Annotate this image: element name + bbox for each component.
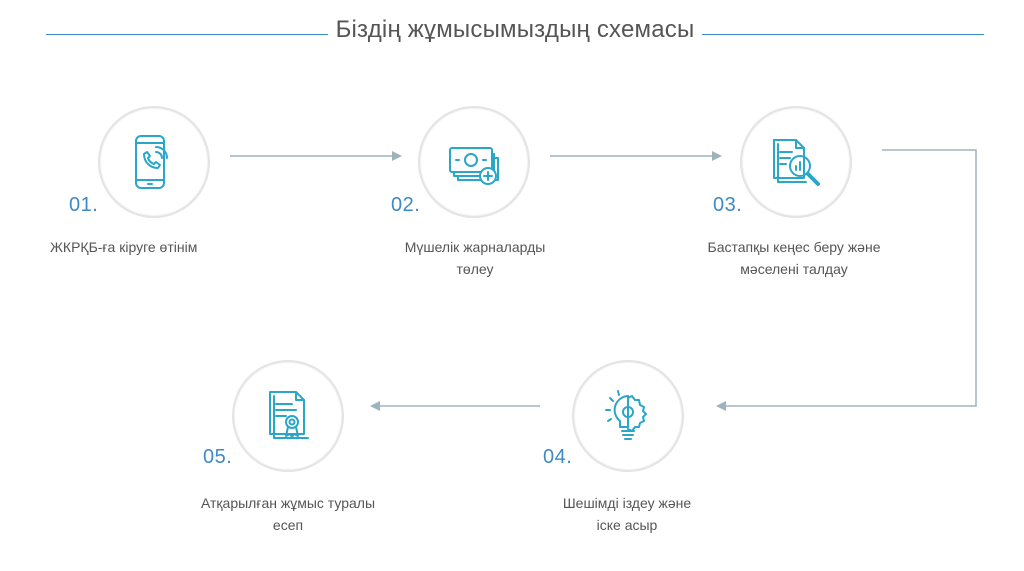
step-5-number: 05.	[200, 446, 236, 469]
step-2-number: 02.	[388, 194, 424, 217]
step-4-number: 04.	[540, 446, 576, 469]
lightbulb-gear-icon	[605, 390, 647, 440]
step-1-number: 01.	[66, 194, 102, 217]
step-4-circle	[572, 360, 684, 472]
money-plus-icon	[449, 147, 499, 185]
step-2-label: Мүшелік жарналарды төлеу	[404, 239, 546, 277]
step-2-circle	[418, 106, 530, 218]
step-3-number: 03.	[710, 194, 746, 217]
certificate-icon	[269, 391, 309, 439]
step-5-circle	[232, 360, 344, 472]
phone-call-icon	[135, 135, 168, 189]
step-3-circle	[740, 106, 852, 218]
document-search-icon	[773, 139, 820, 186]
arrow-3-to-4	[716, 149, 977, 411]
step-1-circle	[98, 106, 210, 218]
page-title: Біздің жұмысымыздың схемасы	[335, 16, 695, 43]
step-5-label: Атқарылған жұмыс туралы есеп	[200, 495, 376, 533]
step-1-label: ЖКРҚБ-ға кіруге өтінім	[50, 239, 198, 255]
title-divider-left	[46, 34, 328, 35]
step-3-label: Бастапқы кеңес беру және мәселені талдау	[707, 239, 881, 277]
header: Біздің жұмысымыздың схемасы	[0, 14, 1024, 54]
title-divider-right	[702, 34, 984, 35]
step-4-label: Шешімді іздеу және іске асыр	[562, 495, 692, 533]
